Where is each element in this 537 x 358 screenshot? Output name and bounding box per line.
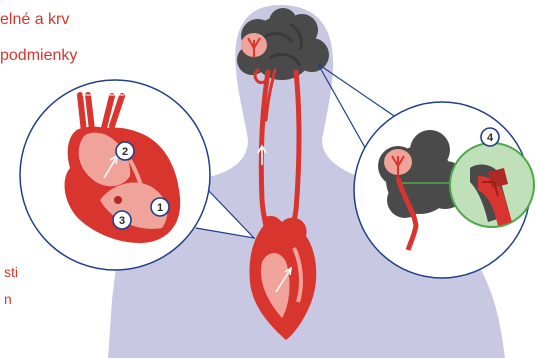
marker-1-label: 1 [157, 202, 163, 214]
marker-4-label: 4 [487, 132, 494, 144]
marker-3-label: 3 [119, 215, 125, 227]
marker-3: 3 [113, 211, 131, 229]
brain-detail-callout [354, 102, 534, 278]
heart-detail-callout [20, 80, 210, 270]
marker-4: 4 [481, 128, 499, 146]
marker-1: 1 [151, 198, 169, 216]
marker-2-label: 2 [122, 146, 128, 158]
marker-2: 2 [116, 142, 134, 160]
